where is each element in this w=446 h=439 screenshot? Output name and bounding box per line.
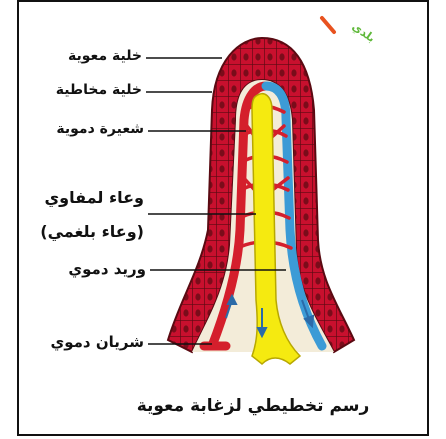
- label-capillary: شعيرة دموية: [56, 121, 144, 137]
- diagram-caption: رسم تخطيطي لزغابة معوية: [130, 396, 376, 416]
- label-lymph-vessel-line2: (وعاء بلغمي): [40, 222, 144, 241]
- label-vein: وريد دموي: [68, 260, 146, 278]
- label-goblet-cell: خلية مخاطية: [56, 82, 142, 98]
- label-artery: شريان دموي: [50, 333, 144, 351]
- label-lymph-vessel-line1: وعاء لمفاوي: [45, 188, 145, 207]
- brush-mark-icon: [322, 18, 334, 32]
- label-enterocyte: خلية معوية: [68, 48, 142, 64]
